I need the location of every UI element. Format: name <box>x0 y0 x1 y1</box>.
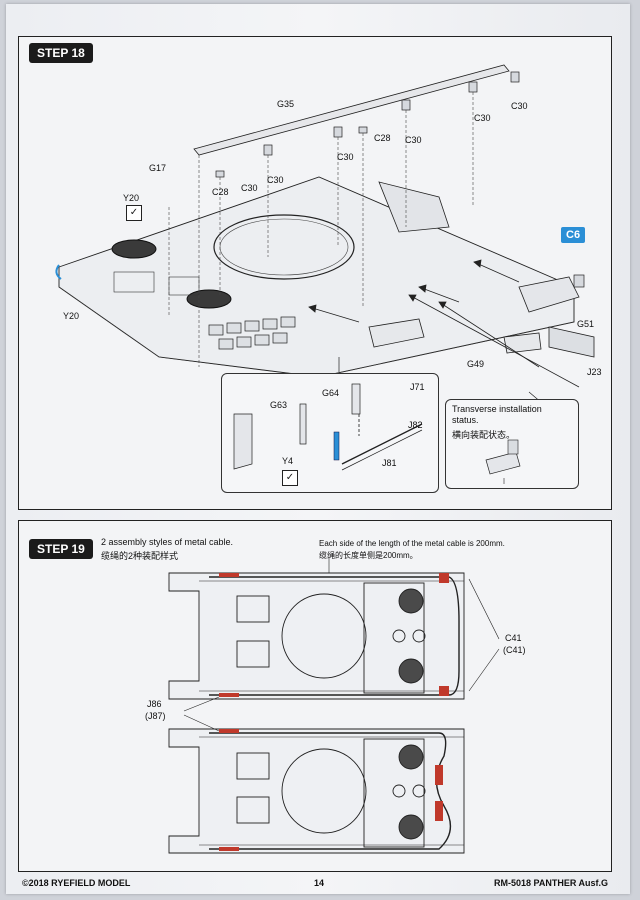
footer-model: RM-5018 PANTHER Ausf.G <box>494 878 609 888</box>
label-j81: J81 <box>382 458 397 468</box>
cable-style-1 <box>209 576 460 696</box>
label-c30-a: C30 <box>511 101 528 111</box>
label-c30-f: C30 <box>267 175 284 185</box>
check-box-icon: ✓ <box>282 470 298 486</box>
label-c41: C41 <box>505 633 522 643</box>
label-g63: G63 <box>270 400 288 410</box>
hull-deck-exploded-drawing <box>55 64 595 410</box>
label-y20-top: Y20 <box>123 193 140 203</box>
step-19-panel: STEP 19 2 assembly styles of metal cable… <box>18 520 612 872</box>
label-g51: G51 <box>577 319 595 329</box>
step-18-panel: STEP 18 <box>18 36 612 510</box>
label-j86: J86 <box>147 699 162 709</box>
check-box-icon: ✓ <box>126 205 142 221</box>
step-19-title-cn: 缆绳的2种装配样式 <box>101 551 179 561</box>
cable-parts-detail-drawing <box>233 383 423 471</box>
label-c28-b: C28 <box>212 187 229 197</box>
callout-title: Transverse installation status. <box>452 404 542 425</box>
hull-top-views-drawing <box>168 557 500 854</box>
label-c30-d: C30 <box>337 152 354 162</box>
label-j23: J23 <box>587 367 602 377</box>
step-18-badge: STEP 18 <box>29 43 93 63</box>
label-g64: G64 <box>322 388 340 398</box>
cable-length-note-cn: 缆绳的长度单侧是200mm。 <box>319 551 418 560</box>
label-j82: J82 <box>408 420 423 430</box>
step-19-title: 2 assembly styles of metal cable. <box>101 537 234 547</box>
label-c30-c: C30 <box>405 135 422 145</box>
label-g49: G49 <box>467 359 485 369</box>
label-c41-alt: (C41) <box>503 645 526 655</box>
label-c30-b: C30 <box>474 113 491 123</box>
label-j87: (J87) <box>145 711 166 721</box>
label-c28-a: C28 <box>374 133 391 143</box>
label-c30-e: C30 <box>241 183 258 193</box>
label-y4: Y4 <box>282 456 294 466</box>
callout-transverse-installation: Transverse installation status. 横向装配状态。 <box>445 399 579 489</box>
label-g35: G35 <box>277 99 295 109</box>
ref-badge-c6: C6 <box>561 227 586 243</box>
callout-title-cn: 横向装配状态。 <box>452 430 516 440</box>
label-j71: J71 <box>410 382 425 392</box>
detail-box-cable-parts: G64 J71 G63 J82 Y4 ✓ J81 <box>221 373 439 493</box>
label-g17: G17 <box>149 163 167 173</box>
instruction-page: STEP 18 <box>6 4 630 894</box>
footer-page-number: 14 <box>314 878 325 888</box>
step-19-badge: STEP 19 <box>29 539 93 559</box>
label-y20-left: Y20 <box>63 311 80 321</box>
transverse-bracket-drawing <box>485 439 521 484</box>
cable-length-note: Each side of the length of the metal cab… <box>319 539 505 548</box>
footer-brand: ©2018 RYEFIELD MODEL <box>22 878 131 888</box>
